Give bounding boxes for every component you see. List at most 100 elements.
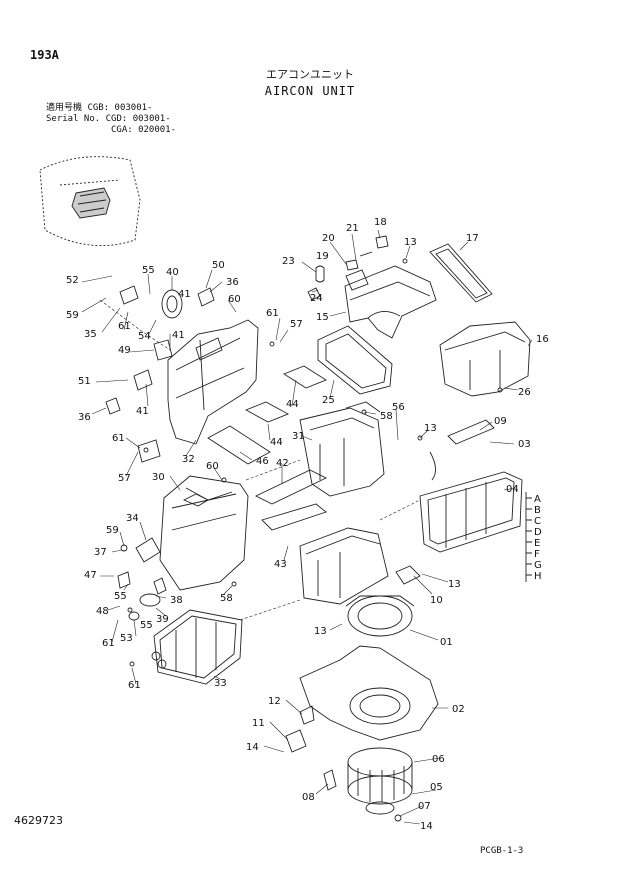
part-number-label: 08 bbox=[302, 792, 315, 803]
part-number-label: 32 bbox=[182, 454, 195, 465]
part-number-label: 20 bbox=[322, 233, 335, 244]
part-number-label: 31 bbox=[292, 431, 305, 442]
variant-letter: F bbox=[534, 549, 540, 560]
part-number-label: 05 bbox=[430, 782, 443, 793]
part-number-label: 39 bbox=[156, 614, 169, 625]
part-number-label: 54 bbox=[138, 331, 151, 342]
part-case-16 bbox=[439, 321, 531, 397]
part-number-label: 41 bbox=[178, 289, 191, 300]
part-frame-25 bbox=[317, 325, 393, 395]
part-number-label: 19 bbox=[316, 251, 329, 262]
page-title: AIRCON UNIT bbox=[264, 84, 356, 98]
part-number-label: 14 bbox=[246, 742, 259, 753]
part-number-label: 57 bbox=[290, 319, 303, 330]
part-number-label: 55 bbox=[142, 265, 155, 276]
part-number-label: 13 bbox=[314, 626, 327, 637]
part-number-label: 37 bbox=[94, 547, 107, 558]
part-number-label: 30 bbox=[152, 472, 165, 483]
serial-row: CGA: 020001- bbox=[46, 125, 176, 136]
part-bell-mouth-01 bbox=[345, 595, 415, 637]
part-number-label: 14 bbox=[420, 821, 433, 832]
part-pipe-09 bbox=[429, 419, 495, 481]
part-number-label: 13 bbox=[424, 423, 437, 434]
serial-label: 適用号機 bbox=[46, 103, 83, 113]
part-number-label: 03 bbox=[518, 439, 531, 450]
document-id: 4629723 bbox=[14, 814, 63, 827]
part-duct-15 bbox=[344, 265, 437, 339]
part-number-label: 02 bbox=[452, 704, 465, 715]
part-number-label: 52 bbox=[66, 275, 79, 286]
part-number-label: 61 bbox=[118, 321, 131, 332]
part-gear-assembly bbox=[117, 537, 167, 621]
variant-letter: G bbox=[534, 560, 542, 571]
diagram-linework bbox=[39, 156, 533, 825]
part-number-label: 16 bbox=[536, 334, 549, 345]
part-number-label: 13 bbox=[404, 237, 417, 248]
variant-letter: B bbox=[534, 505, 541, 516]
part-number-label: 43 bbox=[274, 559, 287, 570]
part-blower-housing-02 bbox=[299, 645, 439, 741]
page-code: 193A bbox=[30, 48, 59, 62]
machine-inset bbox=[39, 156, 141, 247]
part-number-label: 44 bbox=[270, 437, 283, 448]
part-number-label: 42 bbox=[276, 458, 289, 469]
part-number-label: 15 bbox=[316, 312, 329, 323]
part-number-label: 01 bbox=[440, 637, 453, 648]
part-number-label: 50 bbox=[212, 260, 225, 271]
part-number-label: 41 bbox=[136, 406, 149, 417]
part-number-label: 11 bbox=[252, 718, 265, 729]
sheet-code: PCGB-1-3 bbox=[480, 846, 524, 856]
part-number-label: 21 bbox=[346, 223, 359, 234]
variant-letter: D bbox=[534, 527, 542, 538]
part-number-label: 44 bbox=[286, 399, 299, 410]
part-number-label: 06 bbox=[432, 754, 445, 765]
part-number-label: 49 bbox=[118, 345, 131, 356]
variant-letter: E bbox=[534, 538, 540, 549]
part-number-label: 61 bbox=[112, 433, 125, 444]
part-number-label: 47 bbox=[84, 570, 97, 581]
part-heater-core-04 bbox=[419, 471, 523, 553]
part-number-label: 10 bbox=[430, 595, 443, 606]
part-number-label: 61 bbox=[266, 308, 279, 319]
part-number-label: 04 bbox=[506, 484, 519, 495]
hardware bbox=[127, 341, 503, 667]
inset-component bbox=[71, 187, 111, 219]
part-number-label: 38 bbox=[170, 595, 183, 606]
leader-lines bbox=[81, 229, 533, 825]
part-number-label: 33 bbox=[214, 678, 227, 689]
part-number-label: 24 bbox=[310, 293, 323, 304]
part-number-label: 59 bbox=[66, 310, 79, 321]
variant-letter: A bbox=[534, 494, 541, 505]
variant-letter: H bbox=[534, 571, 542, 582]
serial-value: CGA: 020001- bbox=[111, 125, 177, 135]
part-number-label: 09 bbox=[494, 416, 507, 427]
serial-value: CGD: 003001- bbox=[105, 114, 171, 124]
part-number-label: 40 bbox=[166, 267, 179, 278]
part-case-30 bbox=[159, 475, 249, 591]
part-number-label: 18 bbox=[374, 217, 387, 228]
serial-value: CGB: 003001- bbox=[87, 103, 153, 113]
part-number-label: 55 bbox=[140, 620, 153, 631]
part-number-label: 13 bbox=[448, 579, 461, 590]
serial-label: Serial No. bbox=[46, 114, 101, 124]
part-number-label: 58 bbox=[380, 411, 393, 422]
part-tray-42 bbox=[207, 425, 328, 531]
small-parts-top bbox=[307, 235, 408, 301]
part-lower-case bbox=[299, 527, 421, 605]
part-number-label: 59 bbox=[106, 525, 119, 536]
part-resistor-11 bbox=[285, 705, 402, 822]
part-number-label: 25 bbox=[322, 395, 335, 406]
part-number-label: 17 bbox=[466, 233, 479, 244]
part-number-label: 55 bbox=[114, 591, 127, 602]
part-number-label: 23 bbox=[282, 256, 295, 267]
part-filter-44 bbox=[244, 365, 327, 423]
title-japanese: エアコンユニット bbox=[266, 68, 354, 81]
part-case-31 bbox=[299, 401, 385, 497]
part-number-label: 61 bbox=[102, 638, 115, 649]
serial-number-block: 適用号機 CGB: 003001- Serial No. CGD: 003001… bbox=[46, 103, 176, 136]
part-number-label: 12 bbox=[268, 696, 281, 707]
part-number-label: 58 bbox=[220, 593, 233, 604]
